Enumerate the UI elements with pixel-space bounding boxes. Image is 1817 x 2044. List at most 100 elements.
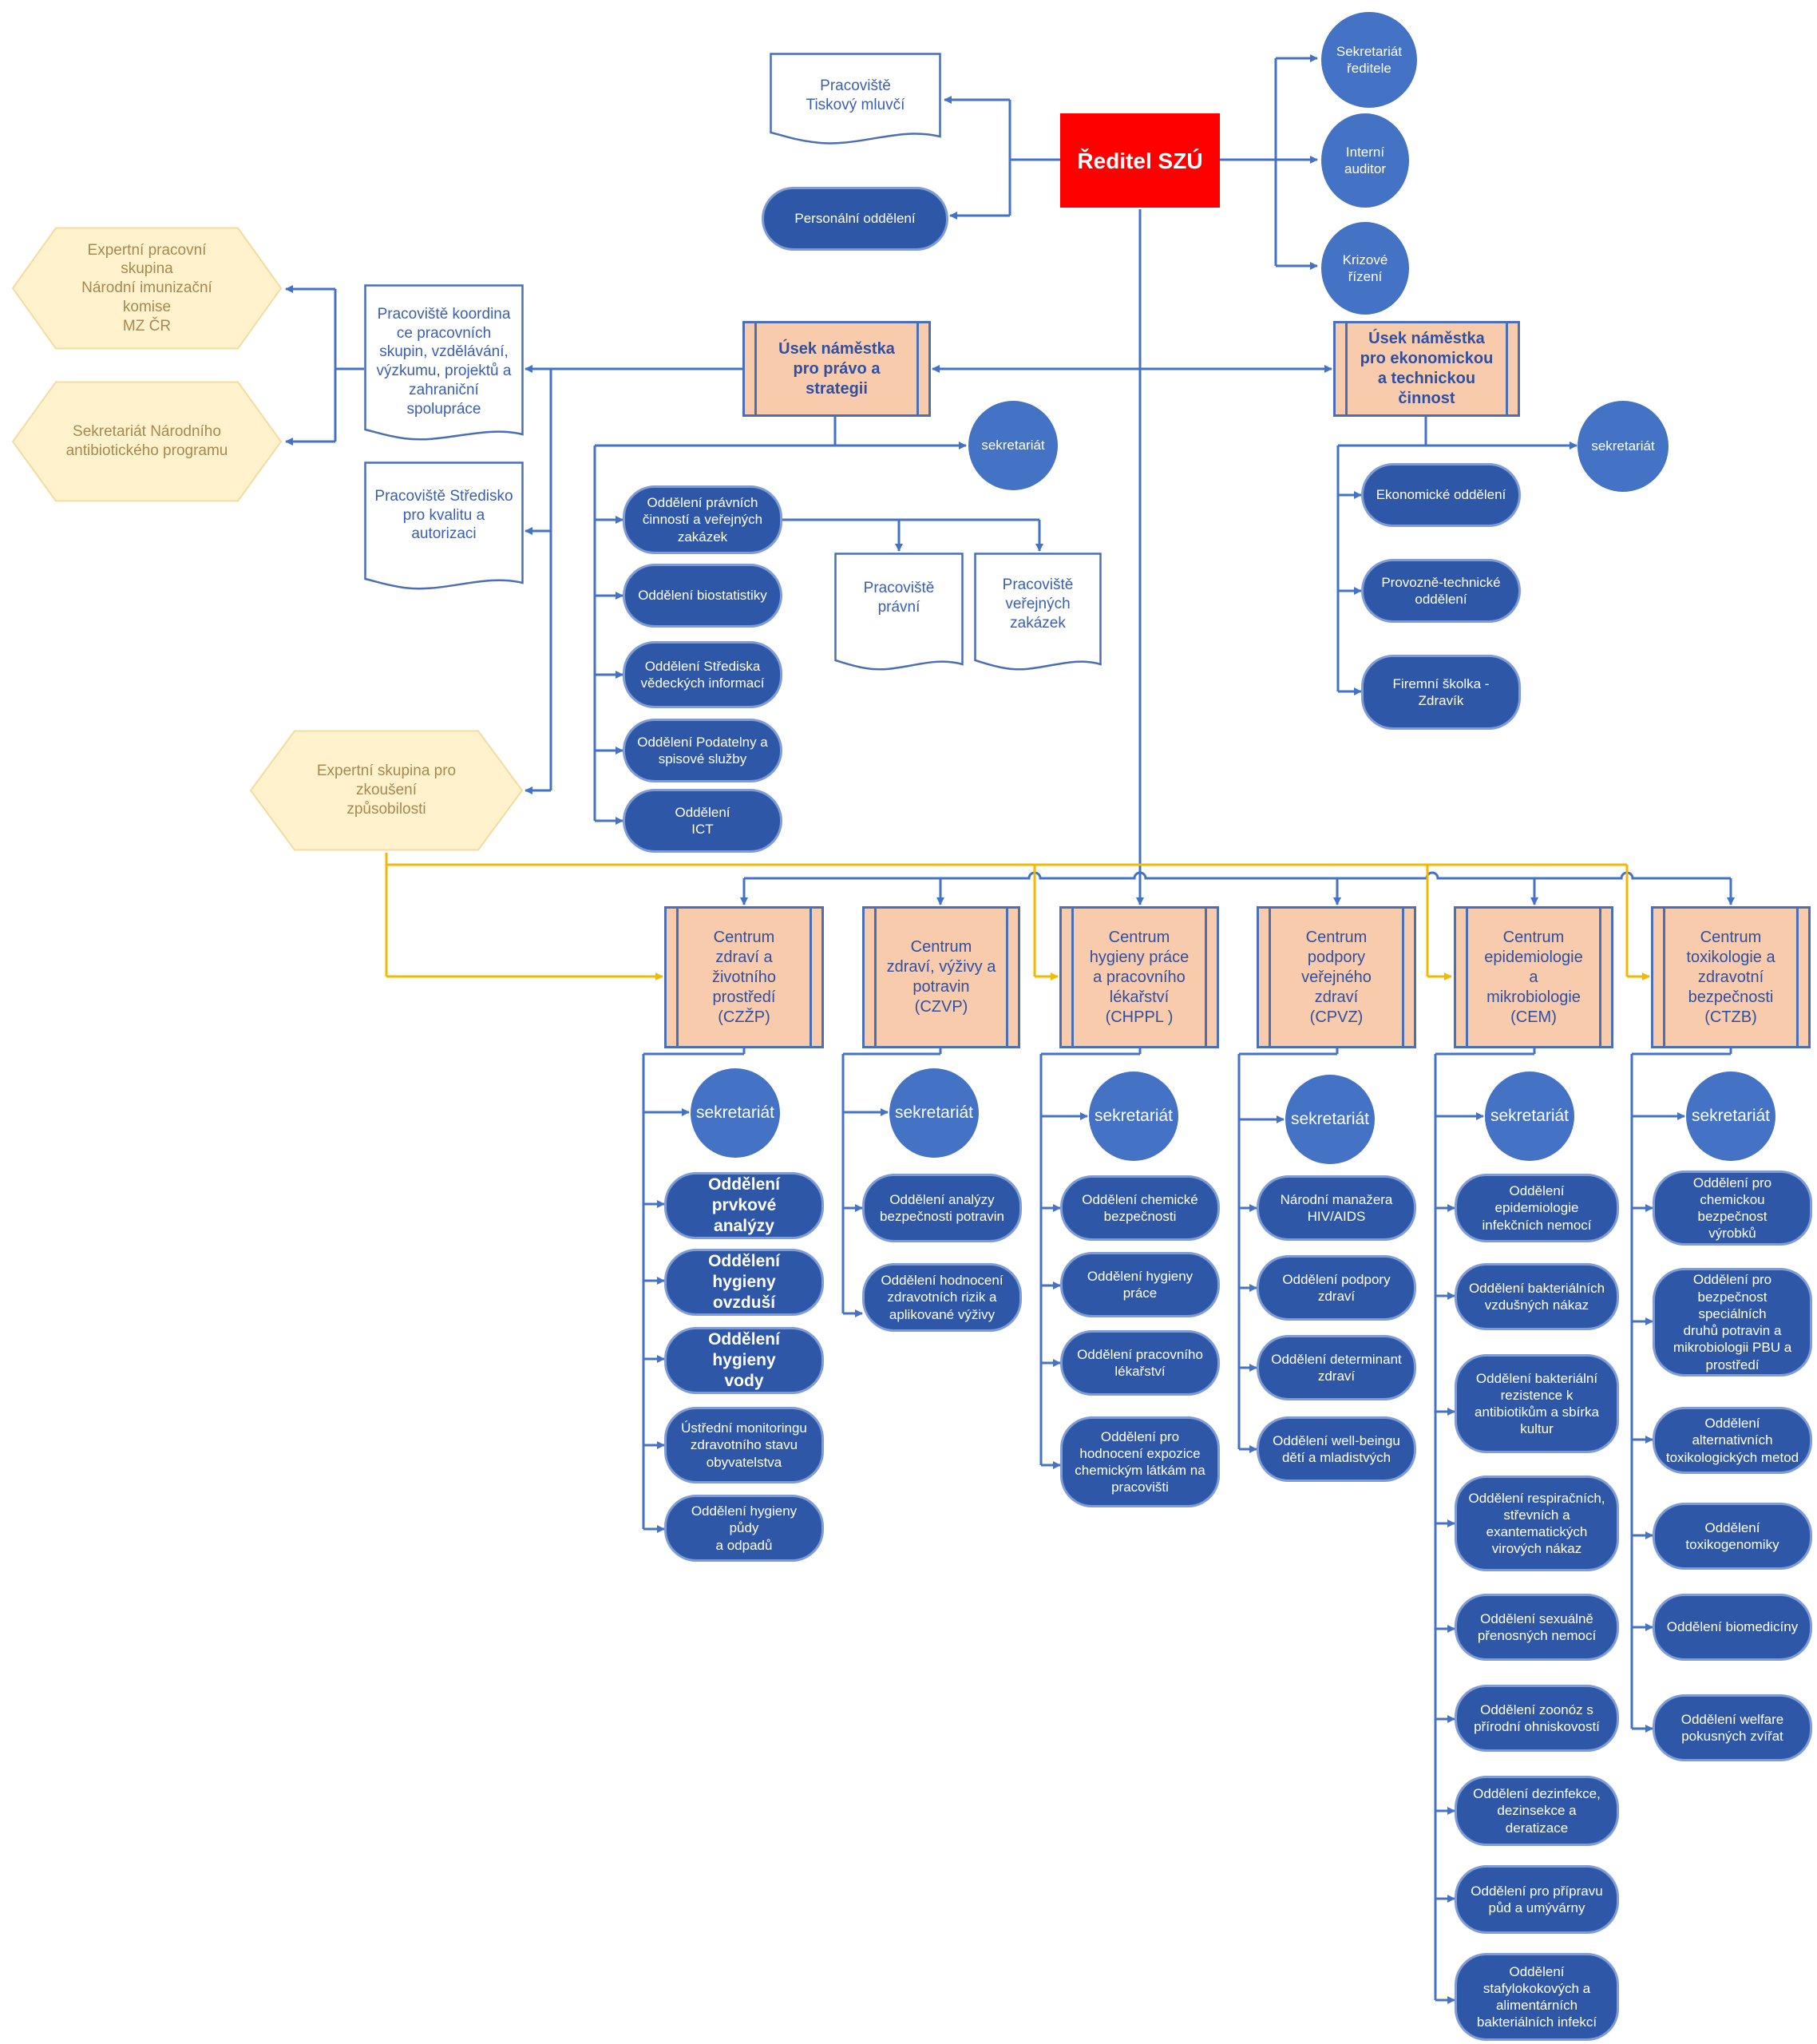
centrum-label: Centrum podpory veřejného zdraví (CPVZ) [1301,928,1372,1026]
circle-sekretariat-usek-ekonom[interactable]: sekretariát [1578,401,1669,492]
pill-firemni-skolka[interactable]: Firemní školka - Zdravík [1361,655,1521,730]
circle-interni-auditor[interactable]: Interní auditor [1321,113,1409,208]
box-bar [754,323,757,414]
centrum-czzp[interactable]: Centrum zdraví a životního prostředí (CZ… [664,906,824,1048]
box-bar [1506,323,1508,414]
box-bar [810,909,812,1046]
doc-tiskovy-mluvci[interactable]: Pracoviště Tiskový mluvčí [770,53,941,149]
pill-respiracnich[interactable]: Oddělení respiračních, střevních a exant… [1455,1476,1619,1571]
box-bar [1071,909,1074,1046]
centrum-label: Centrum epidemiologie a mikrobiologie (C… [1484,928,1583,1026]
centrum-chppl[interactable]: Centrum hygieny práce a pracovního lékař… [1059,906,1219,1048]
box-bar [1006,909,1008,1046]
pill-hodnoceni-expozice[interactable]: Oddělení pro hodnocení expozice chemický… [1060,1416,1220,1507]
usek-label: Úsek náměstka pro právo a strategii [778,339,895,398]
circle-sekretariat-ctzb[interactable]: sekretariát [1686,1072,1775,1161]
doc-pracoviste-pravni[interactable]: Pracoviště právní [834,553,964,674]
box-bar [1663,909,1665,1046]
hex-sekretariat-atb-programu[interactable]: Sekretariát Národního antibiotického pro… [11,381,283,502]
pill-analyzy-potravin[interactable]: Oddělení analýzy bezpečnosti potravin [862,1174,1022,1242]
pill-pripravu-pud[interactable]: Oddělení pro přípravu půd a umývárny [1455,1865,1619,1934]
pill-prvkove-analyzy[interactable]: Oddělení prvkové analýzy [664,1172,824,1239]
doc-label: Pracoviště Středisko pro kvalitu a autor… [374,487,513,543]
box-bar [1796,909,1799,1046]
centrum-label: Centrum zdraví a životního prostředí (CZ… [711,928,777,1026]
hexagon-shape-icon [11,381,283,502]
pill-stafylokokovych[interactable]: Oddělení stafylokokových a alimentárních… [1455,1953,1619,2041]
doc-pracoviste-zakazky[interactable]: Pracoviště veřejných zakázek [974,553,1102,674]
circle-sekretariat-chppl[interactable]: sekretariát [1089,1072,1178,1161]
doc-label: Pracoviště koordina ce pracovních skupin… [376,305,512,418]
pill-toxikogenomiky[interactable]: Oddělení toxikogenomiky [1653,1503,1812,1570]
centrum-cem[interactable]: Centrum epidemiologie a mikrobiologie (C… [1454,906,1613,1048]
hex-label: Expertní skupina pro zkoušení způsobilos… [316,763,457,818]
usek-pravo-strategie[interactable]: Úsek náměstka pro právo a strategii [742,321,931,417]
pill-hodnoceni-rizik[interactable]: Oddělení hodnocení zdravotních rizik a a… [862,1263,1022,1332]
document-shape-icon [364,461,524,590]
pill-alternativnich-metod[interactable]: Oddělení alternativních toxikologických … [1653,1407,1812,1474]
circle-sekretariat-cem[interactable]: sekretariát [1485,1072,1574,1161]
circle-sekretariat-usek-pravo[interactable]: sekretariát [968,401,1058,490]
document-shape-icon [834,553,964,671]
document-shape-icon [770,53,941,145]
centrum-ctzb[interactable]: Centrum toxikologie a zdravotní bezpečno… [1651,906,1811,1048]
circle-sekretariat-czvp[interactable]: sekretariát [889,1068,979,1158]
document-shape-icon [364,284,524,441]
pill-podatelna[interactable]: Oddělení Podatelny a spisové služby [623,719,782,782]
pill-hygieny-ovzdusi[interactable]: Oddělení hygieny ovzduší [664,1249,824,1316]
centrum-label: Centrum toxikologie a zdravotní bezpečno… [1686,928,1775,1026]
hex-label: Sekretariát Národního antibiotického pro… [65,423,228,459]
director-box[interactable]: Ředitel SZÚ [1060,113,1220,208]
pill-hiv-aids[interactable]: Národní manažera HIV/AIDS [1257,1175,1416,1241]
circle-sekretariat-czzp[interactable]: sekretariát [691,1068,780,1158]
pill-determinant-zdravi[interactable]: Oddělení determinant zdraví [1257,1335,1416,1400]
pill-hygieny-vody[interactable]: Oddělení hygieny vody [664,1327,824,1394]
circle-krizove-rizeni[interactable]: Krizové řízení [1321,222,1409,315]
hex-narodni-imunizacni-komise[interactable]: Expertní pracovní skupina Národní imuniz… [11,227,283,350]
pill-bakterialnich-nakaz[interactable]: Oddělení bakteriálních vzdušných nákaz [1455,1263,1619,1330]
box-bar [1345,323,1348,414]
pill-ustredni-monitoringu[interactable]: Ústřední monitoringu zdravotního stavu o… [664,1407,824,1483]
pill-ekonomicke-oddeleni[interactable]: Ekonomické oddělení [1361,463,1521,527]
document-shape-icon [974,553,1102,671]
hex-expertni-skupina-zkouseni[interactable]: Expertní skupina pro zkoušení způsobilos… [249,730,524,851]
pill-welfare-zvirat[interactable]: Oddělení welfare pokusných zvířat [1653,1694,1812,1761]
pill-ict[interactable]: Oddělení ICT [623,789,782,853]
box-bar [1466,909,1468,1046]
pill-epidemiologie[interactable]: Oddělení epidemiologie infekčních nemocí [1455,1174,1619,1242]
doc-label: Pracoviště právní [863,580,935,616]
pill-biostatistiky[interactable]: Oddělení biostatistiky [623,564,782,628]
pill-biomediciny[interactable]: Oddělení biomedicíny [1653,1594,1812,1661]
pill-hygieny-prace[interactable]: Oddělení hygieny práce [1060,1252,1220,1317]
pill-chemicke-bezpecnosti[interactable]: Oddělení chemické bezpečnosti [1060,1175,1220,1241]
pill-pracovniho-lekarstvi[interactable]: Oddělení pracovního lékařství [1060,1330,1220,1396]
hexagon-shape-icon [249,730,524,851]
pill-pravni-cinnosti[interactable]: Oddělení právních činností a veřejných z… [623,485,782,554]
pill-bakterialni-rezistence[interactable]: Oddělení bakteriální rezistence k antibi… [1455,1354,1619,1453]
pill-personalni-oddeleni[interactable]: Personální oddělení [762,187,948,251]
doc-koordinace[interactable]: Pracoviště koordina ce pracovních skupin… [364,284,524,444]
doc-label: Pracoviště veřejných zakázek [1002,576,1074,632]
circle-sekretariat-cpvz[interactable]: sekretariát [1285,1075,1375,1164]
centrum-czvp[interactable]: Centrum zdraví, výživy a potravin (CZVP) [862,906,1020,1048]
pill-podpory-zdravi[interactable]: Oddělení podpory zdraví [1257,1255,1416,1321]
usek-ekonomika-technika[interactable]: Úsek náměstka pro ekonomickou a technick… [1333,321,1520,417]
box-bar [916,323,919,414]
centrum-cpvz[interactable]: Centrum podpory veřejného zdraví (CPVZ) [1257,906,1416,1048]
box-bar [1269,909,1271,1046]
pill-chemicka-bezpecnost-vyrobku[interactable]: Oddělení pro chemickou bezpečnost výrobk… [1653,1171,1812,1246]
circle-sekretariat-reditele[interactable]: Sekretariát ředitele [1321,12,1417,108]
doc-kvalita-autorizace[interactable]: Pracoviště Středisko pro kvalitu a autor… [364,461,524,593]
pill-vedecke-informace[interactable]: Oddělení Střediska vědeckých informací [623,641,782,708]
pill-well-beingu[interactable]: Oddělení well-beingu dětí a mladistvých [1257,1416,1416,1482]
pill-sexualne-prenosnych[interactable]: Oddělení sexuálně přenosných nemocí [1455,1594,1619,1661]
pill-hygieny-pudy[interactable]: Oddělení hygieny půdy a odpadů [664,1495,824,1562]
box-bar [676,909,679,1046]
hex-label: Expertní pracovní skupina Národní imuniz… [81,241,212,335]
pill-zoonoz[interactable]: Oddělení zoonóz s přírodní ohniskovostí [1455,1685,1619,1752]
pill-provozne-technicke[interactable]: Provozně-technické oddělení [1361,559,1521,623]
pill-dezinfekce[interactable]: Oddělení dezinfekce, dezinsekce a derati… [1455,1776,1619,1846]
box-bar [1599,909,1601,1046]
pill-bezpecnost-specialnich-potravin[interactable]: Oddělení pro bezpečnost speciálních druh… [1653,1268,1812,1377]
